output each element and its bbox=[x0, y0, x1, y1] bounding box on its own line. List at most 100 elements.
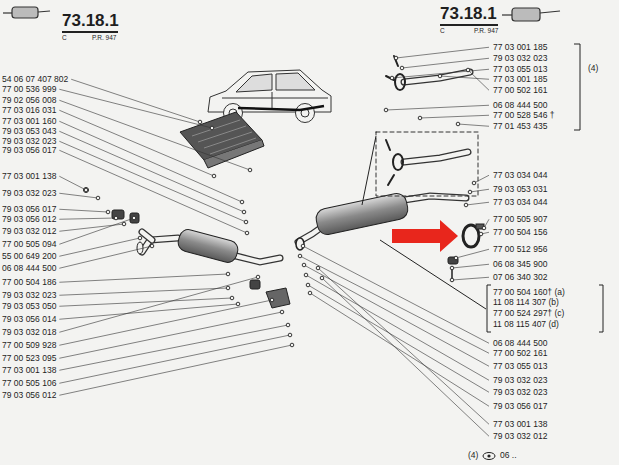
part-number: 77 00 523 095 bbox=[2, 354, 56, 363]
part-number: 79 03 053 031 bbox=[493, 185, 547, 194]
leader-line bbox=[322, 278, 489, 436]
page-reference: 06 .. bbox=[500, 451, 517, 460]
part-number: 06 08 444 500 bbox=[493, 339, 547, 348]
part-number: 55 00 649 200 bbox=[2, 252, 56, 261]
part-number: 77 03 055 013 bbox=[493, 362, 547, 371]
part-number: 79 03 032 012 bbox=[2, 227, 56, 236]
leader-line bbox=[402, 58, 489, 68]
part-number: 11 08 114 307 (b) bbox=[493, 298, 559, 307]
leader-line bbox=[474, 175, 489, 183]
fastener bbox=[236, 302, 240, 306]
fastener bbox=[454, 256, 458, 260]
part-number: 77 03 001 138 bbox=[2, 172, 56, 181]
fastener bbox=[290, 343, 294, 347]
leader-line bbox=[59, 312, 282, 358]
leader-line bbox=[59, 274, 228, 282]
part-number: 79 03 056 012 bbox=[2, 215, 56, 224]
fastener bbox=[226, 272, 230, 276]
fastener bbox=[400, 66, 404, 70]
part-number: 77 03 001 185 bbox=[493, 43, 547, 52]
leader-line bbox=[59, 300, 272, 345]
part-number: 06 08 444 500 bbox=[493, 101, 547, 110]
fastener bbox=[472, 181, 476, 185]
part-number: 07 06 340 302 bbox=[493, 273, 547, 282]
leader-line bbox=[303, 246, 489, 343]
part-number: 77 00 505 106 bbox=[2, 379, 56, 388]
fastener bbox=[288, 333, 292, 337]
part-number: 79 03 032 023 bbox=[493, 376, 547, 385]
leader-line bbox=[318, 268, 489, 424]
leader-line bbox=[440, 76, 489, 79]
leader-line bbox=[59, 238, 140, 256]
part-number: 77 00 502 161 bbox=[493, 349, 547, 358]
part-number: 77 00 505 907 bbox=[493, 215, 547, 224]
part-number: 79 03 032 012 bbox=[493, 432, 547, 441]
fastener bbox=[210, 126, 214, 130]
leader-line bbox=[59, 325, 288, 370]
part-number: 77 03 034 044 bbox=[493, 171, 547, 180]
fastener bbox=[316, 266, 320, 270]
fastener bbox=[212, 174, 216, 178]
part-number: 77 00 502 161 bbox=[493, 86, 547, 95]
leader-line bbox=[59, 288, 228, 295]
leader-line bbox=[59, 298, 232, 306]
part-number: 79 03 032 023 bbox=[2, 189, 56, 198]
fastener bbox=[286, 323, 290, 327]
leader-line bbox=[456, 249, 489, 258]
part-number: 79 03 032 023 bbox=[2, 137, 56, 146]
fastener bbox=[245, 231, 249, 235]
fastener bbox=[150, 244, 154, 248]
part-number: 79 02 056 008 bbox=[2, 96, 56, 105]
part-number: 77 03 016 031 bbox=[2, 106, 56, 115]
part-number: 77 00 504 160† (a) bbox=[493, 288, 565, 297]
leader-line bbox=[468, 70, 489, 90]
leader-line bbox=[59, 193, 98, 198]
header-bar bbox=[440, 24, 498, 26]
fastener bbox=[280, 310, 284, 314]
fastener bbox=[479, 232, 483, 236]
leader-line bbox=[306, 275, 489, 380]
leader-line bbox=[59, 218, 134, 244]
header-bar bbox=[62, 31, 118, 33]
note-mark: (4) bbox=[468, 451, 478, 460]
clamp-parts bbox=[376, 56, 478, 196]
leader-line bbox=[59, 304, 238, 319]
front-muffler bbox=[137, 228, 240, 265]
leader-line bbox=[392, 69, 489, 78]
part-number: 77 03 001 185 bbox=[493, 75, 547, 84]
leader-line bbox=[396, 47, 489, 58]
leader-line bbox=[59, 246, 152, 268]
part-number: 77 00 505 094 bbox=[2, 240, 56, 249]
fastener bbox=[138, 236, 142, 240]
part-number: 79 03 032 023 bbox=[2, 291, 56, 300]
fastener bbox=[301, 244, 305, 248]
leader-line bbox=[59, 218, 116, 219]
part-number: 79 03 032 023 bbox=[493, 54, 547, 63]
section-number: 73.18.1 bbox=[62, 12, 119, 29]
fastener bbox=[122, 222, 126, 226]
part-number: 77 03 034 044 bbox=[493, 198, 547, 207]
section-code: P.R. 947 bbox=[92, 35, 116, 42]
part-number: 54 06 07 407 802 bbox=[2, 75, 68, 84]
section-code: C bbox=[62, 35, 67, 42]
bracket bbox=[362, 44, 603, 332]
leader-line bbox=[308, 285, 489, 392]
fastener bbox=[438, 74, 442, 78]
fastener bbox=[198, 120, 202, 124]
leader-line bbox=[466, 202, 489, 205]
section-code: C bbox=[440, 28, 445, 35]
leader-line bbox=[470, 189, 489, 192]
part-number: 79 03 056 017 bbox=[2, 146, 56, 155]
fastener bbox=[230, 296, 234, 300]
part-number: 79 03 032 023 bbox=[493, 388, 547, 397]
fastener bbox=[298, 254, 302, 258]
fastener bbox=[306, 283, 310, 287]
part-number: 06 08 345 900 bbox=[493, 260, 547, 269]
part-number: 77 03 055 013 bbox=[493, 65, 547, 74]
fastener bbox=[84, 188, 88, 192]
fastener bbox=[468, 190, 472, 194]
section-code: P.R. 947 bbox=[474, 28, 498, 35]
fastener bbox=[248, 168, 252, 172]
leader-line bbox=[59, 121, 242, 202]
